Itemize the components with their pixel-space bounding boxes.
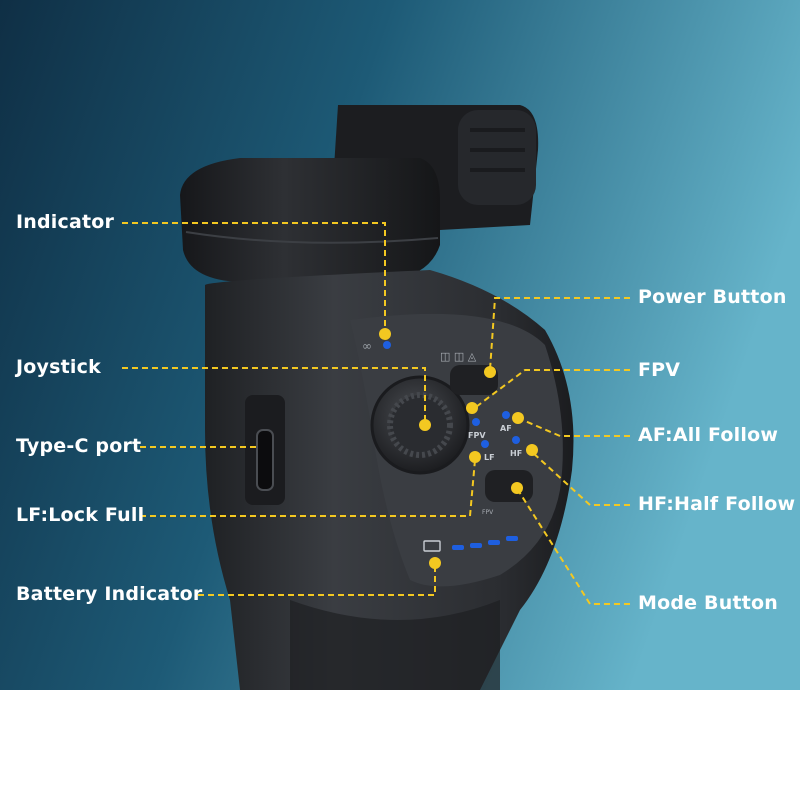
lf-led [481, 440, 489, 448]
indicator-leader [122, 222, 386, 330]
indicator-label: Indicator [16, 211, 115, 233]
joystick-leader [122, 367, 426, 420]
hf-led [512, 436, 520, 444]
callout-dots [379, 328, 538, 569]
lf-leader [140, 459, 476, 517]
fpv-mark: FPV [468, 431, 486, 440]
type-c-port [256, 429, 274, 491]
top-motor [458, 110, 536, 205]
lf-mark: LF [484, 453, 495, 462]
type-c-port-label: Type-C port [16, 435, 142, 457]
ring [180, 158, 440, 282]
af-leader [517, 417, 630, 437]
mode-leader [517, 489, 630, 605]
lf-dot [469, 451, 481, 463]
mode-icons: ◫ ◫ ◬ [440, 350, 477, 363]
gimbal-illustration: ∞ ◫ ◫ ◬ FPV AF LF HF FPV [0, 0, 800, 690]
indicator-dot [379, 328, 391, 340]
link-icon: ∞ [362, 339, 372, 353]
mode-fpv-mark: FPV [482, 509, 494, 516]
hf-mark: HF [510, 449, 522, 458]
gimbal-diagram: ∞ ◫ ◫ ◬ FPV AF LF HF FPV [0, 0, 800, 690]
handle-grip [290, 600, 500, 690]
battery-icon [423, 540, 441, 552]
af-led [502, 411, 510, 419]
battery-dot [429, 557, 441, 569]
fpv-label: FPV [638, 359, 681, 381]
hf-leader [531, 451, 630, 506]
mode-dot [511, 482, 523, 494]
power-button-label: Power Button [638, 286, 787, 308]
joystick-dot [419, 419, 431, 431]
hf-half-follow-label: HF:Half Follow [638, 493, 796, 515]
af-all-follow-label: AF:All Follow [638, 424, 779, 446]
mode-button[interactable] [485, 470, 533, 502]
mode-button-label: Mode Button [638, 592, 779, 614]
lf-lock-full-label: LF:Lock Full [16, 504, 145, 526]
battery-indicator-label: Battery Indicator [16, 583, 203, 605]
fpv-leader [471, 369, 630, 411]
hf-dot [526, 444, 538, 456]
power-dot [484, 366, 496, 378]
fpv-dot [466, 402, 478, 414]
battery-level-bars [452, 536, 518, 550]
power-leader [489, 297, 630, 371]
joystick-label: Joystick [16, 356, 101, 378]
af-dot [512, 412, 524, 424]
indicator-led [383, 341, 391, 349]
af-mark: AF [500, 424, 512, 433]
leader-lines [122, 222, 630, 605]
fpv-led [472, 418, 480, 426]
